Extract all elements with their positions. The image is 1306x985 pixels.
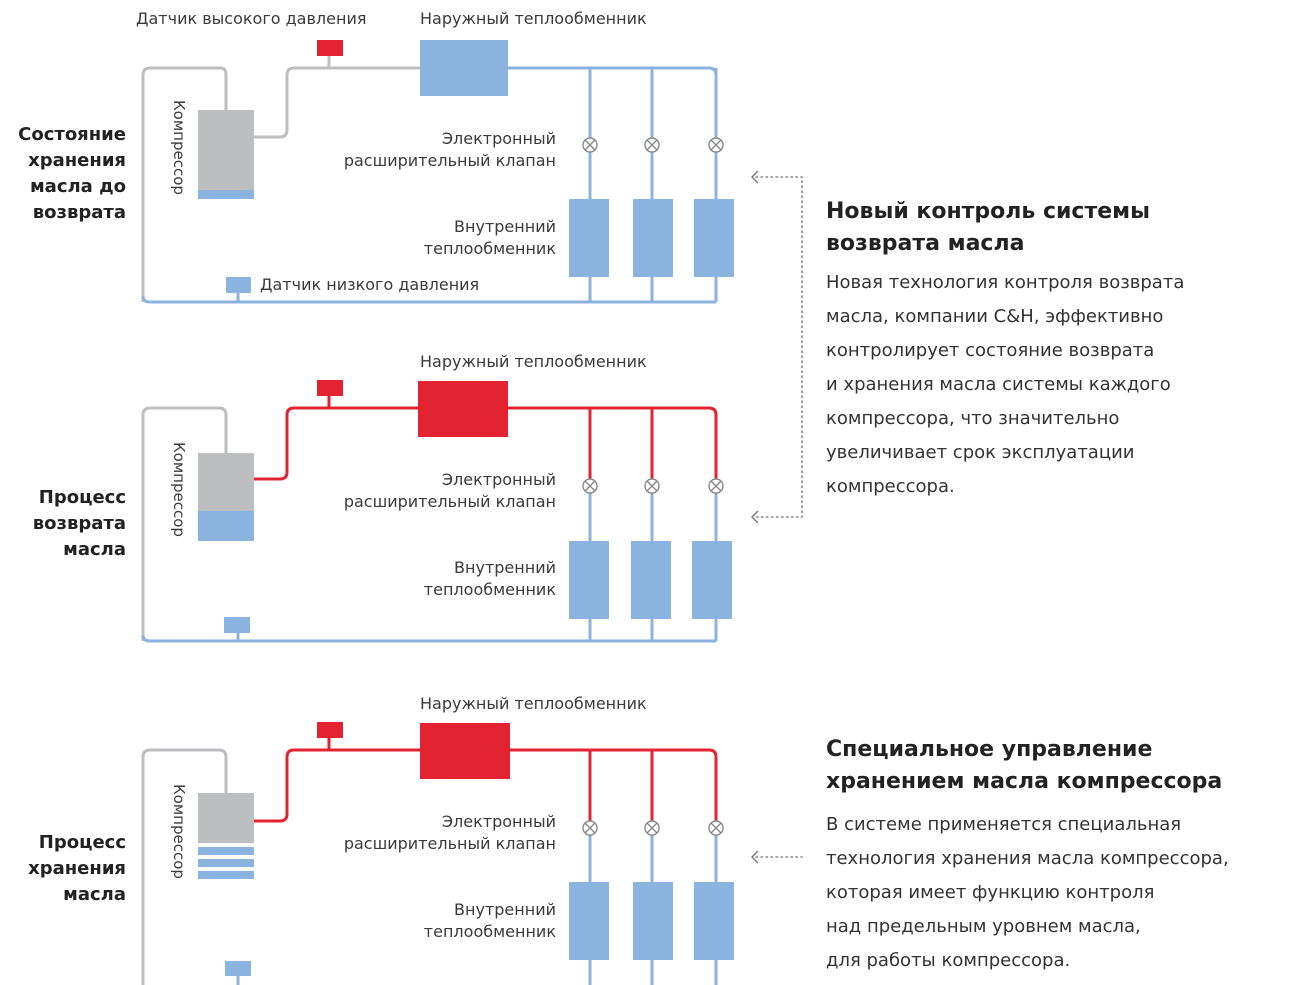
compressor-oil-stripe xyxy=(198,859,254,867)
outdoor-heat-exchanger xyxy=(418,381,508,437)
pipe-red-discharge xyxy=(254,406,718,481)
diagram-oil-return-process xyxy=(141,380,732,643)
dotted-arrow-left-icon xyxy=(751,510,759,524)
valve-cross-circle-icon xyxy=(582,478,598,494)
panel-body-special-control: В системе применяется специальная технол… xyxy=(826,814,1229,971)
low-pressure-sensor xyxy=(225,961,251,976)
pipe-grey-loop xyxy=(141,406,228,641)
compressor-oil-level xyxy=(198,190,254,199)
indoor-unit xyxy=(692,541,732,619)
pipe-blue-bottom xyxy=(141,295,716,304)
compressor-body xyxy=(198,453,254,511)
dotted-arrow-left-icon xyxy=(751,170,759,184)
indoor-unit xyxy=(694,882,734,960)
low-pressure-sensor xyxy=(224,617,250,633)
label-compressor: Компрессор xyxy=(170,100,188,195)
compressor-oil-level xyxy=(198,511,254,541)
dotted-arrow-line xyxy=(755,176,803,518)
dotted-connector xyxy=(755,176,803,518)
valve-cross-circle-icon xyxy=(644,137,660,153)
diagram-oil-storage-process xyxy=(141,722,734,985)
indoor-unit xyxy=(569,882,609,960)
low-pressure-sensor xyxy=(226,277,251,293)
panel-body-new-control: Новая технология контроля возврата масла… xyxy=(826,272,1185,497)
label-low-pressure-sensor: Датчик низкого давления xyxy=(260,275,480,294)
valve-cross-circle-icon xyxy=(644,820,660,836)
indoor-unit xyxy=(569,199,609,277)
compressor-body xyxy=(198,110,254,190)
high-pressure-sensor xyxy=(317,722,343,738)
label-compressor: Компрессор xyxy=(170,442,188,537)
valve-cross-circle-icon xyxy=(582,137,598,153)
compressor-oil-stripe xyxy=(198,847,254,855)
pipe-grey-discharge xyxy=(254,66,420,139)
label-high-pressure-sensor: Датчик высокого давления xyxy=(136,9,367,28)
high-pressure-sensor xyxy=(317,380,343,396)
high-pressure-sensor xyxy=(317,40,343,56)
valve-cross-circle-icon xyxy=(644,478,660,494)
valve-cross-circle-icon xyxy=(708,137,724,153)
dotted-arrow-left-icon xyxy=(751,850,759,864)
label-compressor: Компрессор xyxy=(170,784,188,879)
pipe-blue-top xyxy=(508,66,718,302)
compressor-body xyxy=(198,793,254,843)
pipe-blue-bottom xyxy=(141,634,716,643)
valve-cross-circle-icon xyxy=(582,820,598,836)
compressor-oil-stripe xyxy=(198,871,254,879)
label-outdoor-hex: Наружный теплообменник xyxy=(420,9,647,28)
pipe-grey-loop xyxy=(141,748,228,985)
outdoor-heat-exchanger xyxy=(420,40,508,96)
indoor-unit xyxy=(631,541,671,619)
diagram-oil-storage-before-return xyxy=(141,40,734,304)
outdoor-heat-exchanger xyxy=(420,723,510,779)
indoor-unit xyxy=(569,541,609,619)
valve-cross-circle-icon xyxy=(708,478,724,494)
label-outdoor-hex: Наружный теплообменник xyxy=(420,694,647,713)
indoor-unit xyxy=(633,199,673,277)
label-outdoor-hex: Наружный теплообменник xyxy=(420,352,647,371)
pipe-grey-loop xyxy=(141,66,228,302)
indoor-unit xyxy=(694,199,734,277)
pipe-red-discharge xyxy=(254,748,718,823)
indoor-unit xyxy=(633,882,673,960)
valve-cross-circle-icon xyxy=(708,820,724,836)
